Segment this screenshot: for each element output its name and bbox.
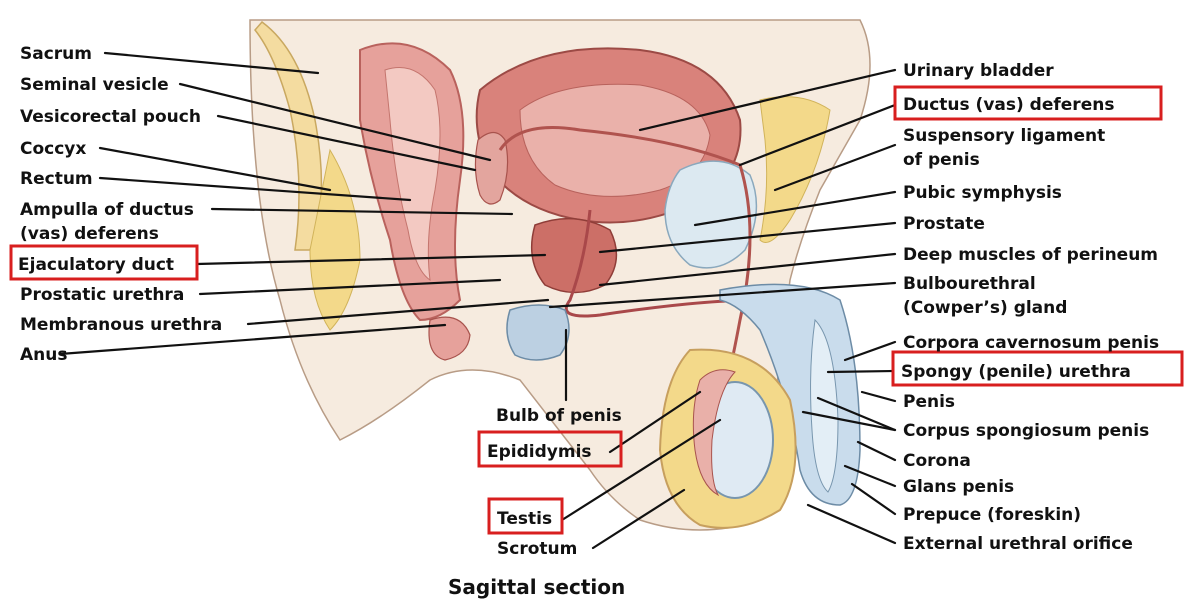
label-corpora-cavernosum: Corpora cavernosum penis: [903, 333, 1159, 353]
label-anus: Anus: [20, 345, 67, 365]
bulb-of-penis-shape: [506, 304, 570, 361]
leader-lines: [58, 51, 897, 550]
highlight-boxes: [9, 85, 1184, 535]
label-prostate: Prostate: [903, 214, 985, 234]
leader-deep-muscles: [598, 252, 897, 287]
label-suspensory-ligament-line1: Suspensory ligament: [903, 126, 1105, 146]
highlight-ductus-deferens: [893, 85, 1163, 121]
leader-membranous-urethra: [246, 298, 550, 326]
leader-urinary-bladder: [638, 68, 897, 132]
bottom-labels: Bulb of penis Epididymis Testis Scrotum: [487, 406, 622, 559]
label-scrotum: Scrotum: [497, 539, 577, 559]
label-deep-muscles-of-perineum: Deep muscles of perineum: [903, 245, 1158, 265]
right-labels: Urinary bladder Ductus (vas) deferens Su…: [901, 61, 1159, 554]
anus-shape: [428, 316, 471, 361]
leader-rectum: [98, 176, 412, 202]
label-seminal-vesicle: Seminal vesicle: [20, 75, 169, 95]
label-bulbourethral-line2: (Cowper’s) gland: [903, 298, 1067, 318]
highlight-ejaculatory-duct: [9, 244, 199, 281]
label-ampulla-line2: (vas) deferens: [20, 224, 159, 244]
leader-anus: [58, 323, 447, 356]
fat-layer-front: [759, 96, 831, 243]
label-epididymis: Epididymis: [487, 442, 592, 462]
label-corpus-spongiosum: Corpus spongiosum penis: [903, 421, 1149, 441]
label-prepuce: Prepuce (foreskin): [903, 505, 1081, 525]
leader-spongy-urethra: [826, 369, 895, 374]
label-prostatic-urethra: Prostatic urethra: [20, 285, 184, 305]
label-ampulla-line1: Ampulla of ductus: [20, 200, 194, 220]
label-bulb-of-penis: Bulb of penis: [496, 406, 622, 426]
seminal-vesicle-shape: [474, 131, 509, 205]
leader-corpus-spongiosum-b: [801, 410, 897, 432]
label-sacrum: Sacrum: [20, 44, 92, 64]
leader-coccyx: [98, 146, 332, 192]
label-suspensory-ligament-line2: of penis: [903, 150, 980, 170]
leader-corona: [856, 440, 897, 462]
leader-external-urethral-orifice: [806, 503, 897, 545]
leader-penis: [860, 390, 897, 403]
label-bulbourethral-line1: Bulbourethral: [903, 274, 1036, 294]
leader-prostate: [598, 221, 897, 254]
leader-seminal-vesicle: [178, 82, 492, 162]
label-ductus-deferens: Ductus (vas) deferens: [903, 95, 1114, 115]
leader-prepuce: [850, 482, 897, 516]
highlight-spongy-urethra: [891, 350, 1184, 387]
left-labels: Sacrum Seminal vesicle Vesicorectal pouc…: [18, 44, 222, 365]
leader-pubic-symphysis: [693, 190, 897, 227]
corpus-spongiosum-shape: [810, 318, 839, 493]
figure-caption: Sagittal section: [448, 575, 625, 599]
anatomy-illustration: [249, 19, 871, 531]
label-glans-penis: Glans penis: [903, 477, 1014, 497]
leader-epididymis: [608, 390, 702, 454]
leader-corpora-cavernosum: [843, 340, 897, 362]
epididymis-shape: [692, 369, 736, 497]
leader-ejaculatory-duct: [195, 253, 547, 266]
leader-sacrum: [103, 51, 320, 75]
leader-ampulla: [210, 207, 514, 216]
label-vesicorectal-pouch: Vesicorectal pouch: [20, 107, 201, 127]
label-corona: Corona: [903, 451, 971, 471]
highlight-epididymis: [477, 430, 623, 468]
highlight-testis: [487, 497, 564, 535]
label-external-urethral-orifice: External urethral orifice: [903, 534, 1133, 554]
label-testis: Testis: [497, 509, 552, 529]
label-pubic-symphysis: Pubic symphysis: [903, 183, 1062, 203]
label-urinary-bladder: Urinary bladder: [903, 61, 1054, 81]
leader-vesicorectal-pouch: [216, 114, 477, 172]
label-coccyx: Coccyx: [20, 139, 86, 159]
label-penis: Penis: [903, 392, 955, 412]
label-ejaculatory-duct: Ejaculatory duct: [18, 255, 174, 275]
leader-glans-penis: [843, 464, 897, 488]
leader-corpus-spongiosum-a: [816, 396, 897, 432]
label-rectum: Rectum: [20, 169, 93, 189]
leader-prostatic-urethra: [198, 278, 502, 296]
leader-scrotum: [591, 488, 686, 550]
leader-testis: [560, 418, 722, 522]
label-membranous-urethra: Membranous urethra: [20, 315, 222, 335]
leader-bulbourethral-gland: [548, 281, 897, 309]
label-spongy-urethra: Spongy (penile) urethra: [901, 362, 1131, 382]
leader-suspensory-ligament: [773, 143, 897, 192]
leader-ductus-deferens: [738, 103, 897, 167]
